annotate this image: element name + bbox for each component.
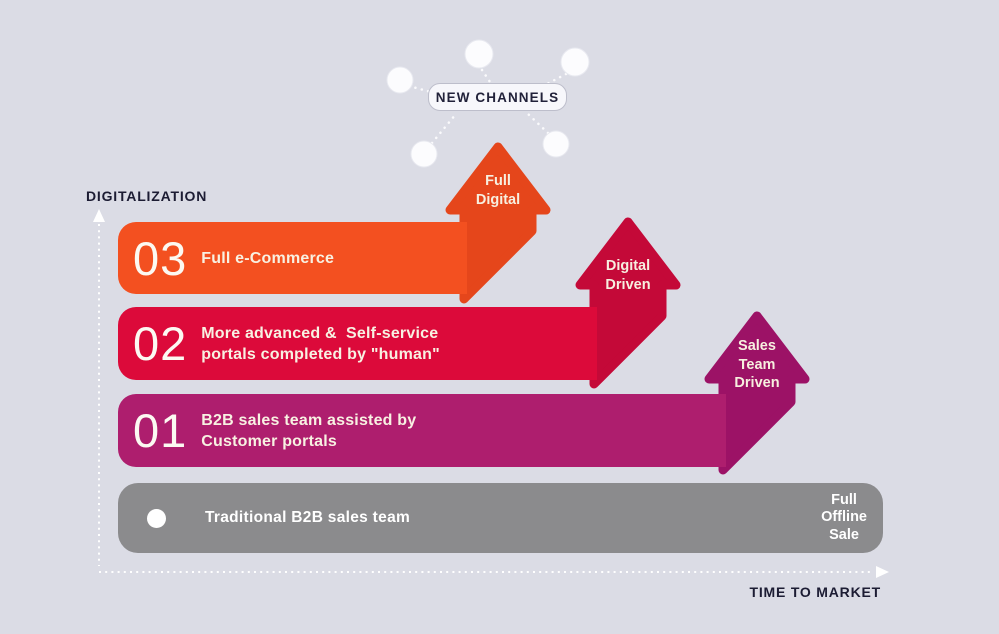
channel-node [410,140,438,168]
arrow-label-sales-team-driven: Sales Team Driven [734,338,780,391]
baseline-label: Traditional B2B sales team [205,509,411,526]
full-digital-arrow [445,142,551,304]
channel-connector-lines [407,68,568,145]
level-bar-01: 01 B2B sales team assisted by Customer p… [118,394,726,467]
channel-node [542,130,570,158]
baseline-bar: Traditional B2B sales team Full Offline … [118,483,883,553]
level-label-01: B2B sales team assisted by Customer port… [201,411,417,450]
level-number-01: 01 [133,404,188,457]
level-bar-02: 02 More advanced & Self-service portals … [118,307,597,380]
channel-nodes [386,39,590,168]
bullet-icon [147,508,166,528]
digitalization-axis-arrowhead [93,209,105,222]
digitalization-axis-label: DIGITALIZATION [86,188,208,204]
channel-node [386,66,414,94]
connector-line [480,68,492,84]
level-number-03: 03 [133,231,188,285]
level-label-03: Full e-Commerce [201,249,335,267]
new-channels-label: NEW CHANNELS [435,89,560,105]
level-number-02: 02 [133,317,188,370]
sales-team-driven-arrow [704,311,810,475]
connector-line [430,112,458,145]
time-axis-arrowhead [876,566,889,578]
connector-line [407,84,444,97]
level-bar-03: 03 Full e-Commerce [118,222,467,294]
level-label-02: More advanced & Self-service portals com… [201,324,440,363]
new-channels-badge: NEW CHANNELS [428,83,567,111]
channel-node [560,47,590,77]
digital-driven-arrow [575,217,681,389]
arrow-label-full-digital: Full Digital [475,173,521,208]
connector-line [525,111,550,135]
arrow-label-digital-driven: Digital Driven [605,258,651,293]
baseline-right-label: Full Offline Sale [821,491,867,543]
time-axis-label: TIME TO MARKET [749,584,881,600]
channel-node [464,39,494,69]
